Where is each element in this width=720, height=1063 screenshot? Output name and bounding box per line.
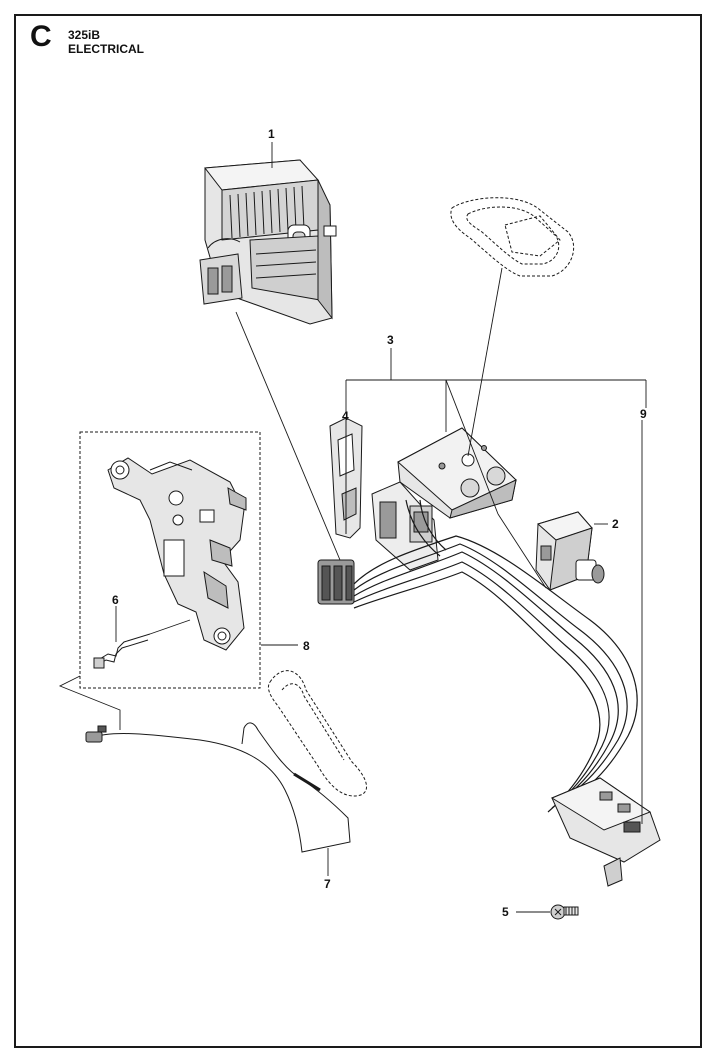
callout-2: 2 bbox=[612, 517, 619, 531]
diagram-title: ELECTRICAL bbox=[68, 42, 144, 56]
callout-1: 1 bbox=[268, 127, 275, 141]
callout-labels: 1 2 3 4 5 6 7 8 9 bbox=[112, 127, 647, 919]
control-module[interactable] bbox=[199, 159, 337, 325]
wire-clip[interactable] bbox=[93, 633, 151, 669]
push-switch[interactable] bbox=[535, 511, 605, 591]
bracket-assembly-box bbox=[79, 431, 261, 689]
switch-panel[interactable] bbox=[371, 427, 517, 571]
diagram-frame bbox=[14, 14, 702, 1048]
callout-3: 3 bbox=[387, 333, 394, 347]
section-letter: C bbox=[30, 20, 52, 53]
connector-plug[interactable] bbox=[317, 559, 355, 605]
panel-gasket[interactable] bbox=[450, 197, 575, 277]
callout-5: 5 bbox=[502, 905, 509, 919]
callout-6: 6 bbox=[112, 593, 119, 607]
trigger-switch[interactable] bbox=[550, 777, 661, 887]
callout-4: 4 bbox=[342, 409, 349, 423]
screw[interactable] bbox=[550, 904, 579, 920]
mounting-bracket[interactable] bbox=[107, 457, 247, 651]
ground-wire[interactable] bbox=[85, 722, 351, 853]
connector-cover[interactable] bbox=[329, 417, 363, 539]
callout-8: 8 bbox=[303, 639, 310, 653]
cable-cover[interactable] bbox=[267, 670, 367, 797]
wiring-harness[interactable] bbox=[353, 499, 638, 813]
callout-7: 7 bbox=[324, 877, 331, 891]
callout-9: 9 bbox=[640, 407, 647, 421]
model-name: 325iB bbox=[68, 28, 101, 42]
leader-lines bbox=[58, 142, 647, 913]
